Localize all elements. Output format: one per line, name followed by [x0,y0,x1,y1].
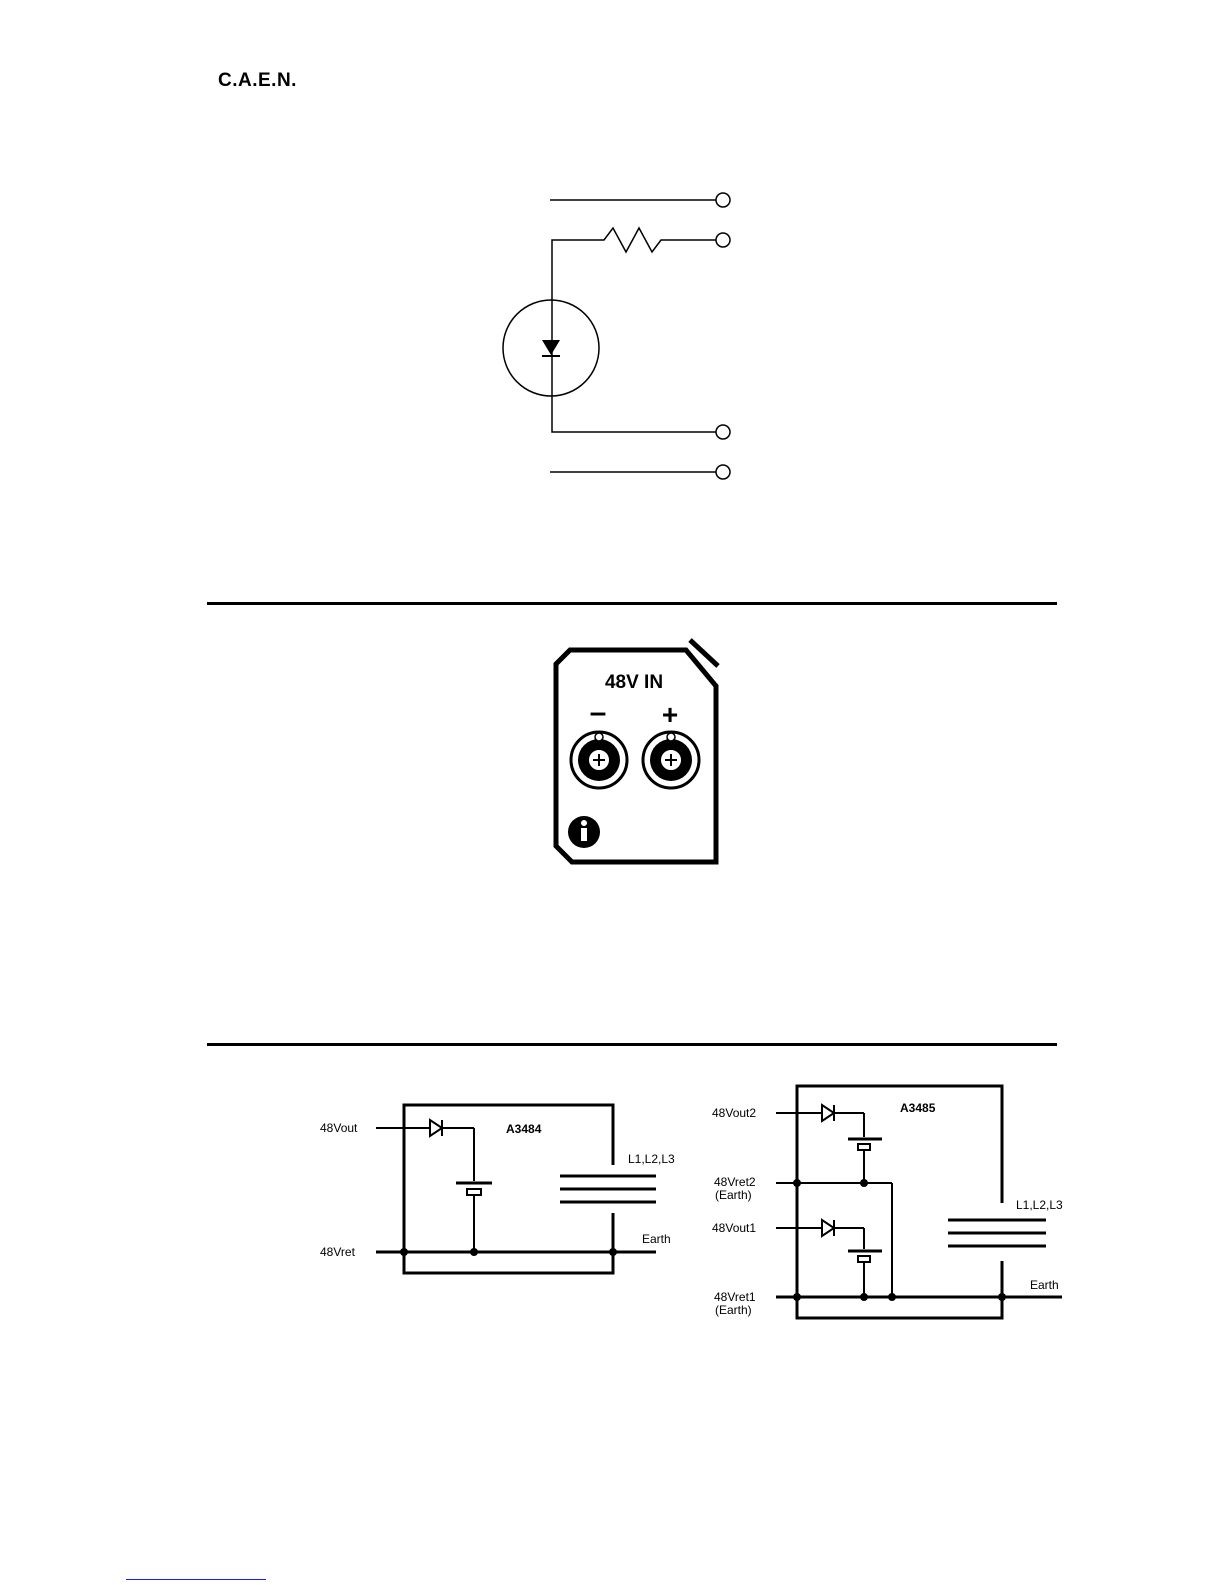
a3485-ret2-note: (Earth) [715,1188,752,1202]
a3485-schematic: A3485 48Vout2 48Vret2 (Earth) 48Vout1 48… [700,1075,1080,1325]
minus-label: – [590,696,607,729]
a3484-schematic: A3484 48Vout 48Vret L1,L2,L3 Earth [290,1095,680,1295]
panel-title: 48V IN [605,672,663,693]
a3485-lines-label: L1,L2,L3 [1016,1198,1063,1212]
connector-minus-icon [571,732,627,788]
a3485-model-label: A3485 [900,1101,936,1115]
footnote-rule [126,1579,266,1580]
a3484-out-label: 48Vout [320,1121,358,1135]
section-divider [207,602,1057,605]
a3485-ret1-note: (Earth) [715,1303,752,1317]
photodiode-schematic [0,0,1225,560]
a3485-out1-label: 48Vout1 [712,1221,756,1235]
info-icon [568,816,600,848]
a3485-ret1-label: 48Vret1 [714,1290,756,1304]
a3484-earth-label: Earth [642,1232,671,1246]
a3484-ret-label: 48Vret [320,1245,356,1259]
connector-plus-icon [643,732,699,788]
section-divider [207,1043,1057,1046]
plus-label: + [662,699,678,730]
a3484-lines-label: L1,L2,L3 [628,1152,675,1166]
a3485-earth-label: Earth [1030,1278,1059,1292]
a3485-out2-label: 48Vout2 [712,1106,756,1120]
a3485-ret2-label: 48Vret2 [714,1175,756,1189]
input-panel-drawing: 48V IN – + [540,636,730,876]
a3484-model-label: A3484 [506,1122,542,1136]
